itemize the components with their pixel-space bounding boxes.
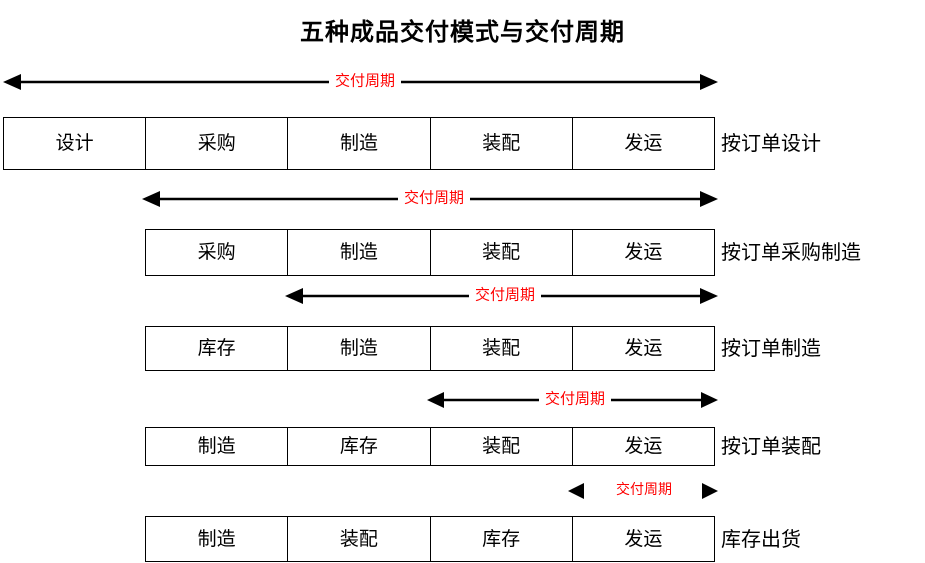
process-cell: 制造: [146, 517, 289, 561]
lead-time-label: 交付周期: [328, 74, 402, 90]
mode-label-5: 库存出货: [721, 529, 801, 551]
process-cell: 发运: [624, 242, 663, 263]
process-cell: 设计: [4, 118, 147, 169]
lead-time-arrow-row3: 交付周期: [285, 283, 718, 309]
process-cell: 制造: [288, 230, 431, 275]
process-cell: 库存: [288, 428, 431, 465]
process-cell: 制造: [288, 327, 431, 370]
process-cell: 库存: [431, 517, 573, 561]
lead-time-label: 交付周期: [397, 191, 471, 207]
lead-time-arrow-row4: 交付周期: [427, 387, 718, 413]
process-cell: 制造: [288, 118, 431, 169]
lead-time-label: 交付周期: [538, 392, 612, 408]
process-cell: 发运: [624, 528, 663, 550]
process-cell: 采购: [146, 118, 289, 169]
page-title: 五种成品交付模式与交付周期: [300, 20, 625, 46]
lead-time-label: 交付周期: [612, 484, 676, 498]
process-cell: 采购: [146, 230, 289, 275]
process-row-3: 库存 制造 装配 发运: [145, 326, 715, 371]
lead-time-label: 交付周期: [468, 288, 542, 304]
process-cell: 库存: [146, 327, 289, 370]
process-row-2: 采购 制造 装配 发运: [145, 229, 715, 276]
mode-label-2: 按订单采购制造: [721, 242, 861, 264]
process-cell: 装配: [431, 118, 573, 169]
process-cell: 发运: [624, 133, 663, 154]
process-row-4: 制造 库存 装配 发运: [145, 427, 715, 466]
process-cell: 发运: [624, 338, 663, 359]
lead-time-arrow-row5: 交付周期: [568, 478, 718, 504]
process-cell: 装配: [431, 428, 573, 465]
mode-label-4: 按订单装配: [721, 436, 821, 458]
mode-label-3: 按订单制造: [721, 338, 821, 360]
double-arrow-icon: [568, 483, 718, 499]
mode-label-1: 按订单设计: [721, 133, 821, 155]
process-cell: 发运: [624, 436, 663, 457]
process-cell: 装配: [431, 327, 573, 370]
process-row-5: 制造 装配 库存 发运: [145, 516, 715, 562]
process-row-1: 设计 采购 制造 装配 发运: [3, 117, 715, 170]
process-cell: 制造: [146, 428, 289, 465]
lead-time-arrow-row1: 交付周期: [3, 69, 718, 95]
process-cell: 装配: [431, 230, 573, 275]
process-cell: 装配: [288, 517, 431, 561]
lead-time-arrow-row2: 交付周期: [142, 186, 718, 212]
